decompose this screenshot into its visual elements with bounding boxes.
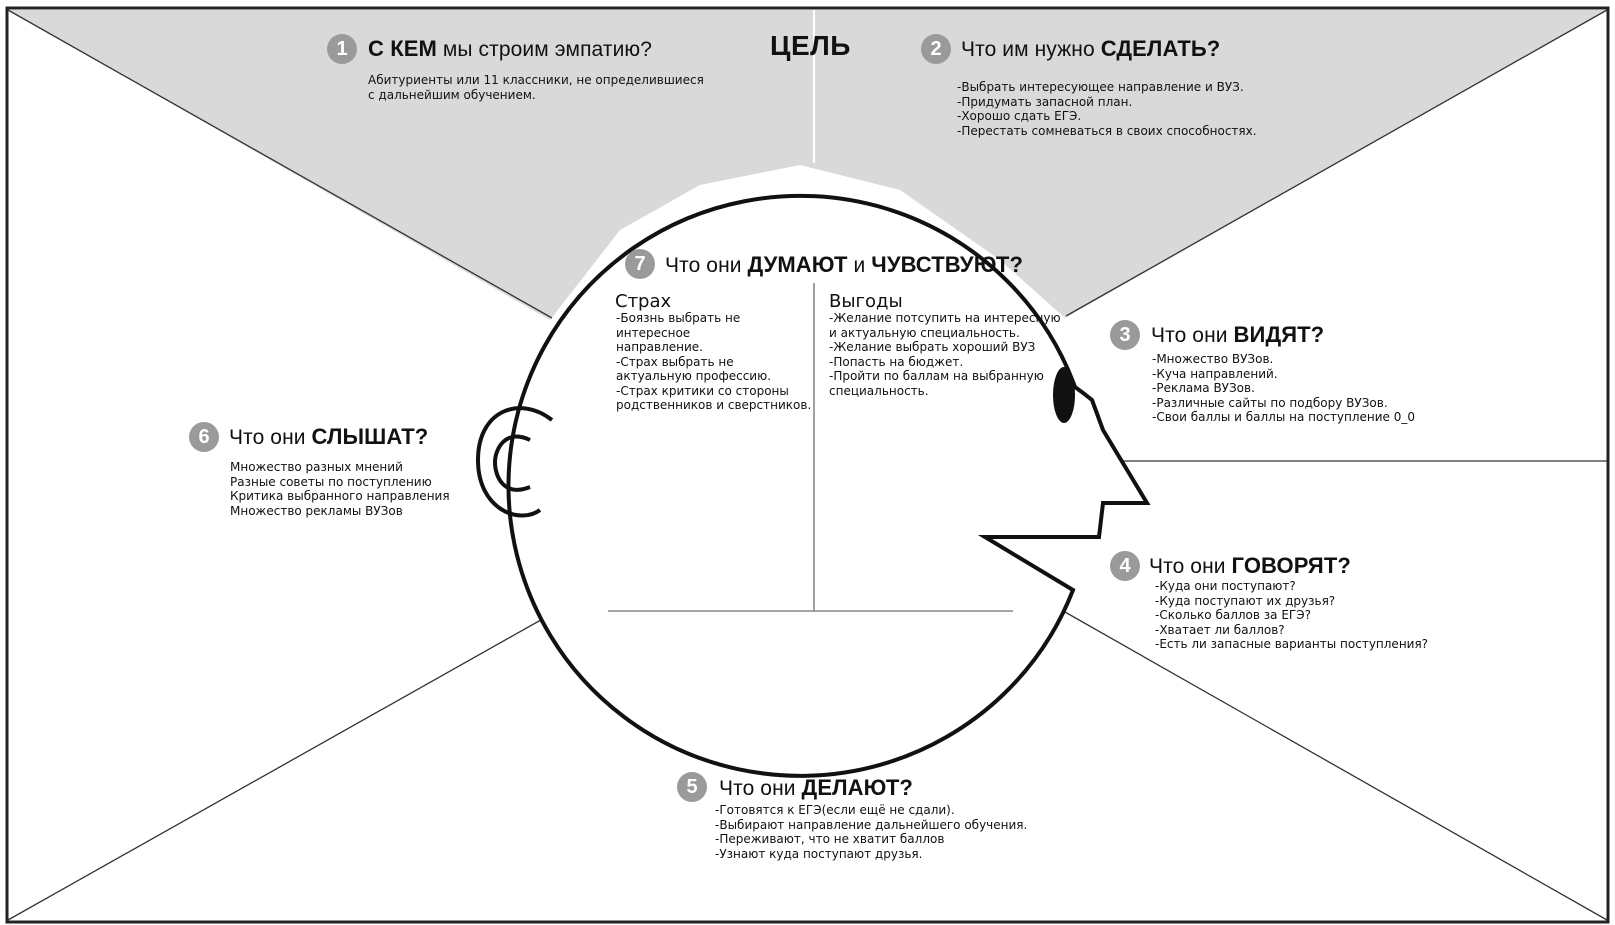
section-6-badge: 6 xyxy=(189,422,219,452)
section-2-line: -Перестать сомневаться в своих способнос… xyxy=(957,123,1257,138)
pains-line: -Боязнь выбрать не xyxy=(616,311,741,325)
section-7-title: Что они ДУМАЮТ и ЧУВСТВУЮТ? xyxy=(665,252,1023,278)
eye xyxy=(1053,367,1075,423)
pains-line: -Страх выбрать не xyxy=(616,354,734,369)
section-3-line: -Множество ВУЗов. xyxy=(1152,352,1274,366)
goal-area xyxy=(8,10,1607,320)
section-1-badge: 1 xyxy=(327,34,357,64)
section-4-line: -Сколько баллов за ЕГЭ? xyxy=(1155,608,1311,622)
section-6-line: Множество разных мнений xyxy=(230,460,403,474)
section-3-title-emph: ВИДЯТ? xyxy=(1233,322,1325,347)
section-5-line: -Выбирают направление дальнейшего обучен… xyxy=(715,817,1028,832)
gains-line: и актуальную специальность. xyxy=(829,325,1020,340)
pains-line: актуальную профессию. xyxy=(616,369,772,383)
section-5-title: Что они ДЕЛАЮТ? xyxy=(719,775,913,801)
pains-heading: Страх xyxy=(615,291,672,312)
pains-line: родственников и сверстников. xyxy=(616,398,812,412)
section-2-title-prefix: Что им нужно xyxy=(961,38,1101,61)
goal-title: ЦЕЛЬ xyxy=(770,30,851,61)
head-outline xyxy=(506,193,1151,778)
section-6-text: Множество разных мнений Разные советы по… xyxy=(230,460,450,518)
section-1-title-emph: С КЕМ xyxy=(368,36,437,61)
pains-line: интересное xyxy=(616,325,691,340)
section-3-line: -Свои баллы и баллы на поступление 0_0 xyxy=(1152,410,1416,424)
section-5-text: -Готовятся к ЕГЭ(если ещё не сдали). -Вы… xyxy=(715,803,1027,861)
pains-line: -Страх критики со стороны xyxy=(616,383,789,398)
diagonal-bottom-left xyxy=(7,611,556,921)
section-4-title-prefix: Что они xyxy=(1149,555,1232,578)
section-2-line: -Хорошо сдать ЕГЭ. xyxy=(957,109,1082,123)
section-1-text: Абитуриенты или 11 классники, не определ… xyxy=(368,73,704,102)
section-6-line: Множество рекламы ВУЗов xyxy=(230,503,403,518)
section-7-title-emph: ДУМАЮТ xyxy=(747,252,848,277)
section-4-line: -Куда они поступают? xyxy=(1155,579,1296,593)
section-6-line: Разные советы по поступлению xyxy=(230,474,432,489)
outer-frame xyxy=(5,6,1610,924)
section-6-title-emph: СЛЫШАТ? xyxy=(311,424,429,449)
section-7-title-prefix: Что они xyxy=(665,254,748,277)
section-1-line: Абитуриенты или 11 классники, не определ… xyxy=(368,73,704,87)
gains-line: -Желание выбрать хороший ВУЗ xyxy=(829,340,1036,354)
section-4-line: -Есть ли запасные варианты поступления? xyxy=(1155,637,1429,651)
section-2-text: -Выбрать интересующее направление и ВУЗ.… xyxy=(957,80,1257,138)
diagonal-top-right xyxy=(1065,9,1608,317)
section-2-badge: 2 xyxy=(921,34,951,64)
section-1-title-rest: мы строим эмпатию? xyxy=(436,38,653,61)
section-1-line: с дальнейшим обучением. xyxy=(368,87,536,102)
section-2-line: -Выбрать интересующее направление и ВУЗ. xyxy=(957,80,1244,94)
section-5-line: -Узнают куда поступают друзья. xyxy=(715,846,923,861)
section-2-title-emph: СДЕЛАТЬ? xyxy=(1100,36,1221,61)
section-4-line: -Хватает ли баллов? xyxy=(1155,622,1285,637)
section-6-title: Что они СЛЫШАТ? xyxy=(229,424,428,450)
section-4-line: -Куда поступают их друзья? xyxy=(1155,593,1336,608)
section-6-line: Критика выбранного направления xyxy=(230,489,450,503)
diagonal-top-left xyxy=(7,9,553,319)
section-3-line: -Различные сайты по подбору ВУЗов. xyxy=(1152,395,1388,410)
section-5-line: -Переживают, что не хватит баллов xyxy=(715,832,945,846)
section-2-line: -Придумать запасной план. xyxy=(957,94,1133,109)
section-4-badge: 4 xyxy=(1110,551,1140,581)
gains-line: -Пройти по баллам на выбранную xyxy=(829,369,1044,383)
section-7-title-mid: и xyxy=(847,254,872,277)
section-6-title-prefix: Что они xyxy=(229,426,312,449)
gains-line: специальность. xyxy=(829,383,929,398)
section-3-line: -Куча направлений. xyxy=(1152,366,1278,381)
section-5-badge: 5 xyxy=(677,772,707,802)
section-4-title: Что они ГОВОРЯТ? xyxy=(1149,553,1351,579)
pains-text: -Боязнь выбрать не интересное направлени… xyxy=(616,311,811,413)
section-5-title-prefix: Что они xyxy=(719,777,802,800)
section-4-text: -Куда они поступают? -Куда поступают их … xyxy=(1155,579,1428,652)
section-3-badge: 3 xyxy=(1110,320,1140,350)
section-3-title-prefix: Что они xyxy=(1151,324,1234,347)
gains-line: -Желание потсупить на интересную xyxy=(829,311,1061,325)
section-3-title: Что они ВИДЯТ? xyxy=(1151,322,1324,348)
pains-line: направление. xyxy=(616,340,703,354)
section-5-title-emph: ДЕЛАЮТ? xyxy=(801,775,913,800)
section-1-title: С КЕМ мы строим эмпатию? xyxy=(368,36,652,62)
section-3-line: -Реклама ВУЗов. xyxy=(1152,381,1255,395)
gains-text: -Желание потсупить на интересную и актуа… xyxy=(829,311,1061,398)
section-2-title: Что им нужно СДЕЛАТЬ? xyxy=(961,36,1220,62)
gains-line: -Попасть на бюджет. xyxy=(829,354,964,369)
diagonal-bottom-right xyxy=(1064,611,1608,921)
section-4-title-emph: ГОВОРЯТ? xyxy=(1231,553,1351,578)
ear-outer xyxy=(475,406,554,518)
ear-inner xyxy=(492,434,531,492)
section-5-line: -Готовятся к ЕГЭ(если ещё не сдали). xyxy=(715,803,955,817)
section-7-badge: 7 xyxy=(625,249,655,279)
section-3-text: -Множество ВУЗов. -Куча направлений. -Ре… xyxy=(1152,352,1415,425)
section-7-title-emph2: ЧУВСТВУЮТ? xyxy=(871,252,1024,277)
gains-heading: Выгоды xyxy=(829,291,903,312)
